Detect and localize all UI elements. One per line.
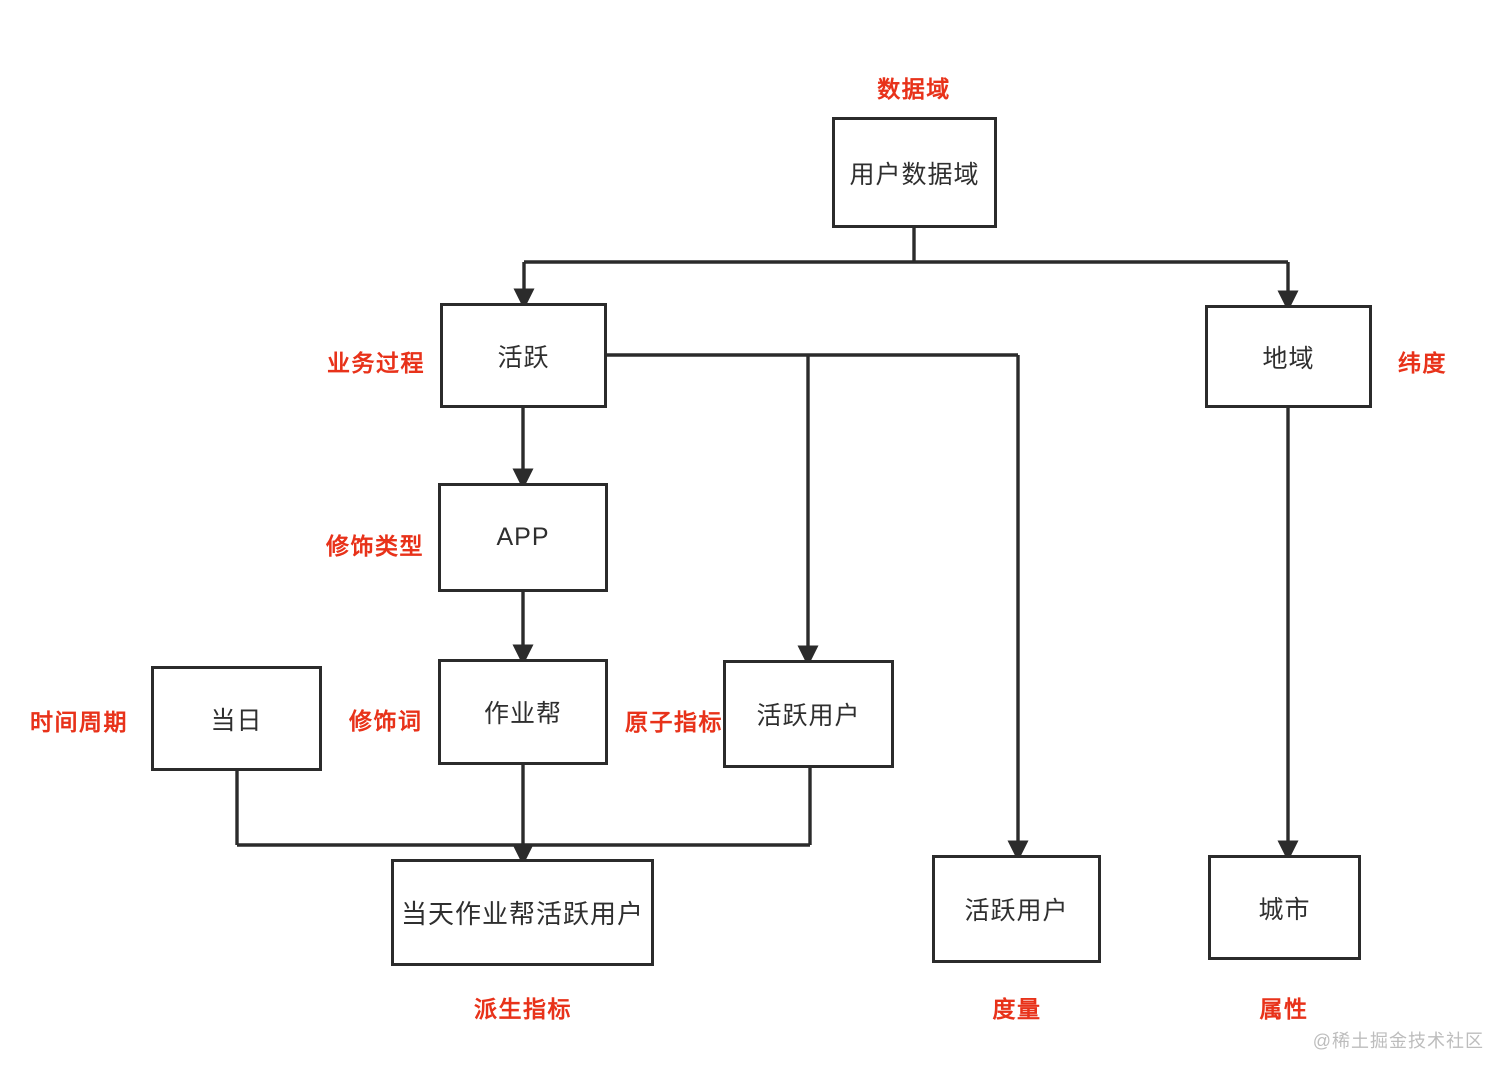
node-active-user-atomic[interactable]: 活跃用户 [723,660,894,768]
tag-dimension: 纬度 [1398,350,1447,376]
node-derived-metric[interactable]: 当天作业帮活跃用户 [391,859,654,966]
node-label: 作业帮 [483,700,562,728]
tag-derived-metric: 派生指标 [474,996,572,1022]
tag-modifier: 修饰词 [349,708,423,734]
node-active[interactable]: 活跃 [440,303,607,408]
tag-atomic-metric: 原子指标 [625,709,723,735]
node-label: 活跃用户 [964,897,1069,925]
tag-time-period: 时间周期 [30,709,128,735]
node-zuoyebang[interactable]: 作业帮 [438,659,608,765]
tag-attribute: 属性 [1259,996,1309,1022]
node-user-data-domain[interactable]: 用户数据域 [832,117,997,228]
node-active-user-measure[interactable]: 活跃用户 [932,855,1101,963]
node-label: 地域 [1262,344,1315,373]
node-label: 活跃 [497,343,550,372]
node-label: 当日 [210,706,263,735]
tag-modifier-type: 修饰类型 [326,533,424,559]
watermark: @稀土掘金技术社区 [1312,1031,1484,1051]
node-label: 活跃用户 [756,702,861,730]
node-label: 当天作业帮活跃用户 [400,899,644,929]
node-app[interactable]: APP [438,483,608,592]
node-label: APP [496,523,550,551]
node-label: 城市 [1258,895,1311,924]
node-city[interactable]: 城市 [1208,855,1361,960]
node-label: 用户数据域 [849,160,980,189]
tag-business-process: 业务过程 [327,350,425,376]
tag-measure: 度量 [992,996,1042,1022]
node-today[interactable]: 当日 [151,666,322,771]
node-region[interactable]: 地域 [1205,305,1372,408]
tag-data-domain: 数据域 [877,76,951,102]
